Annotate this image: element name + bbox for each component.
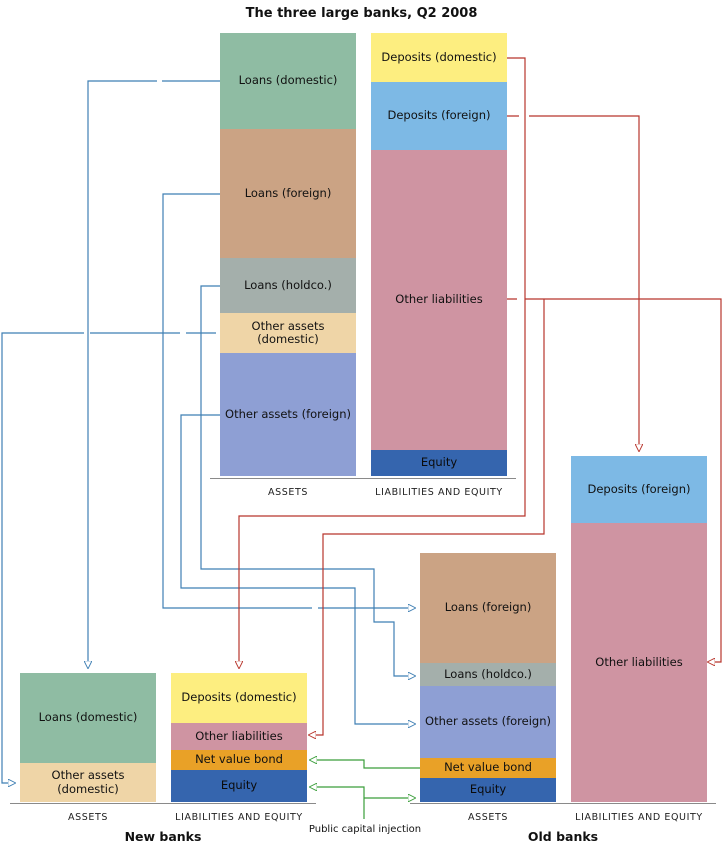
top-other-assets-domestic: Other assets (domestic)	[220, 313, 356, 353]
old-other-assets-foreign: Other assets (foreign)	[420, 686, 556, 758]
flow-loans-domestic	[88, 80, 220, 668]
top-loans-holdco: Loans (holdco.)	[220, 258, 356, 313]
new-liabilities-axis-label: LIABILITIES AND EQUITY	[175, 812, 303, 823]
top-other-liabilities: Other liabilities	[371, 150, 507, 450]
flow-other-assets-foreign	[180, 414, 415, 724]
top-other-assets-foreign: Other assets (foreign)	[220, 353, 356, 476]
old-liabilities-axis-label: LIABILITIES AND EQUITY	[575, 812, 703, 823]
top-loans-domestic: Loans (domestic)	[220, 33, 356, 129]
flow-public-capital-injection-new	[310, 787, 365, 819]
top-assets-axis-label: ASSETS	[268, 487, 308, 498]
new-other-assets-domestic: Other assets (domestic)	[20, 763, 156, 802]
new-other-liabilities: Other liabilities	[171, 723, 307, 750]
old-loans-holdco: Loans (holdco.)	[420, 663, 556, 686]
old-loans-foreign: Loans (foreign)	[420, 553, 556, 663]
flow-other-liabilities-new	[309, 299, 545, 735]
new-banks-label: New banks	[124, 829, 202, 844]
old-other-liabilities: Other liabilities	[571, 523, 707, 802]
flow-net-value-bond	[310, 760, 420, 769]
top-liabilities-axis-label: LIABILITIES AND EQUITY	[375, 487, 503, 498]
flow-deposits-foreign	[507, 115, 639, 451]
flow-loans-holdco	[200, 285, 415, 676]
new-loans-domestic: Loans (domestic)	[20, 673, 156, 763]
old-banks-axis-line	[410, 803, 716, 804]
flow-other-liabilities-old	[507, 298, 722, 662]
flow-other-assets-domestic	[1, 332, 216, 783]
page-title: The three large banks, Q2 2008	[245, 6, 478, 21]
top-equity: Equity	[371, 450, 507, 476]
top-deposits-foreign: Deposits (foreign)	[371, 82, 507, 150]
new-equity: Equity	[171, 770, 307, 802]
old-assets-axis-label: ASSETS	[468, 812, 508, 823]
top-loans-foreign: Loans (foreign)	[220, 129, 356, 258]
top-axis-line	[210, 478, 516, 479]
flow-loans-foreign	[162, 193, 415, 608]
old-banks-label: Old banks	[527, 829, 599, 844]
old-equity: Equity	[420, 778, 556, 802]
old-deposits-foreign: Deposits (foreign)	[571, 456, 707, 523]
new-banks-axis-line	[10, 803, 316, 804]
new-net-value-bond: Net value bond	[171, 750, 307, 770]
new-deposits-domestic: Deposits (domestic)	[171, 673, 307, 723]
public-capital-injection-label: Public capital injection	[308, 824, 422, 835]
old-net-value-bond: Net value bond	[420, 758, 556, 778]
top-deposits-domestic: Deposits (domestic)	[371, 33, 507, 82]
flow-deposits-domestic	[239, 57, 526, 668]
new-assets-axis-label: ASSETS	[68, 812, 108, 823]
